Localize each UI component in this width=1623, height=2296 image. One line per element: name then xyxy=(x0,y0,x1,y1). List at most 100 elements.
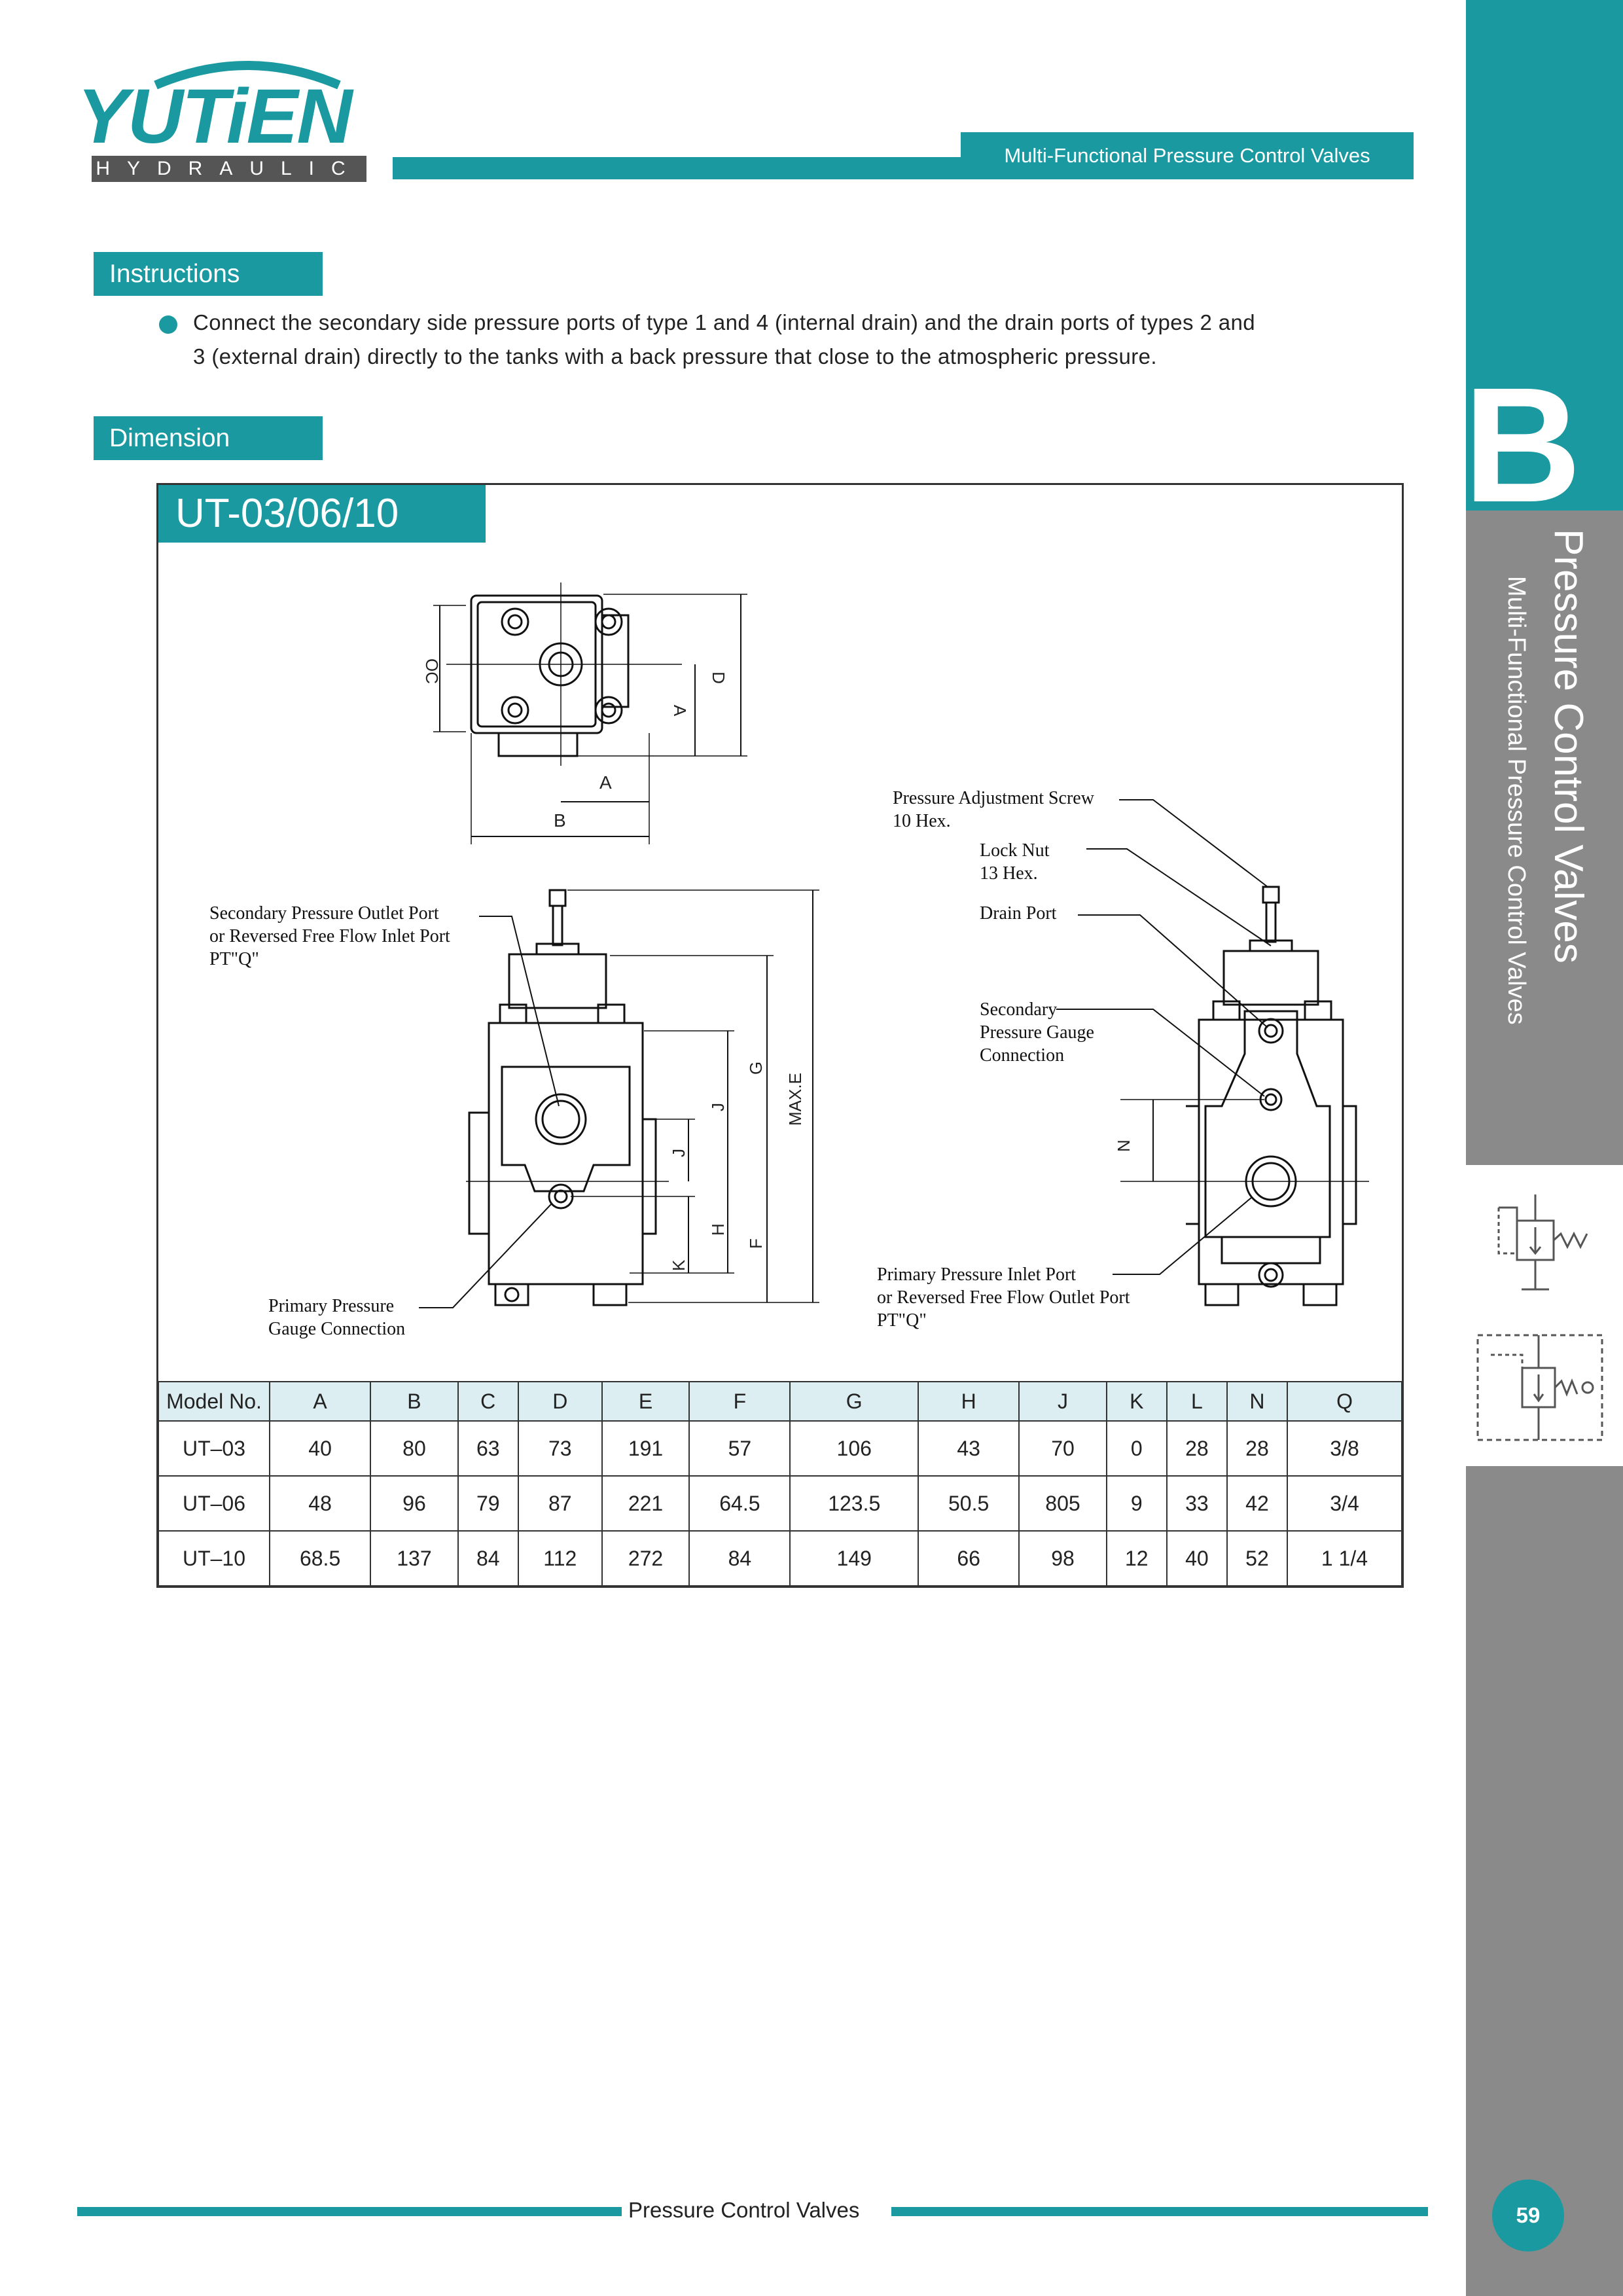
table-cell: 221 xyxy=(601,1475,690,1532)
model-title: UT-03/06/10 xyxy=(175,491,399,536)
table-cell: 96 xyxy=(370,1475,459,1532)
callout-adjust-screw: Pressure Adjustment Screw 10 Hex. xyxy=(893,788,1094,831)
table-cell: 28 xyxy=(1166,1420,1228,1477)
table-row: UT–10 68.5 137 84 112 272 84 149 66 98 1… xyxy=(158,1530,1402,1587)
table-header: A xyxy=(268,1381,372,1422)
side-view xyxy=(1120,886,1369,1306)
table-cell: 63 xyxy=(457,1420,519,1477)
instructions-text-line1: Connect the secondary side pressure port… xyxy=(193,310,1256,334)
reducing-valve-symbol-icon xyxy=(1476,1334,1603,1441)
dim-label-j2: J xyxy=(669,1149,688,1157)
table-cell: 1 1/4 xyxy=(1287,1530,1402,1587)
table-header-row: Model No. A B C D E F G H J K L N Q xyxy=(158,1381,1402,1422)
footer-rule-left xyxy=(77,2207,622,2216)
table-cell: 40 xyxy=(268,1420,372,1477)
table-cell: 43 xyxy=(918,1420,1020,1477)
header-category: Multi-Functional Pressure Control Valves xyxy=(1004,144,1370,167)
table-header: K xyxy=(1105,1381,1168,1422)
sidebar-letter: B xyxy=(1463,353,1582,536)
table-cell: 42 xyxy=(1226,1475,1289,1532)
dimension-heading: Dimension xyxy=(94,416,323,460)
table-header: L xyxy=(1166,1381,1228,1422)
table-cell: UT–03 xyxy=(158,1420,270,1477)
table-cell: 50.5 xyxy=(918,1475,1020,1532)
table-cell: 805 xyxy=(1018,1475,1107,1532)
footer-rule-right xyxy=(891,2207,1428,2216)
dim-label-maxe: MAX.E xyxy=(785,1073,805,1126)
dim-label-a-vert: A xyxy=(670,704,690,717)
front-view xyxy=(466,889,819,1306)
table-header: N xyxy=(1226,1381,1289,1422)
table-cell: 272 xyxy=(601,1530,690,1587)
callout-primary-gauge: Primary Pressure Gauge Connection xyxy=(268,1296,406,1339)
sidebar-low xyxy=(1466,1466,1623,2296)
table-header: Model No. xyxy=(158,1381,270,1422)
table-cell: 79 xyxy=(457,1475,519,1532)
dimension-frame xyxy=(156,483,1404,1588)
dim-label-a: A xyxy=(599,772,612,793)
table-cell: 12 xyxy=(1105,1530,1168,1587)
pressure-valve-symbol-icon xyxy=(1497,1194,1588,1291)
table-cell: 52 xyxy=(1226,1530,1289,1587)
table-cell: 28 xyxy=(1226,1420,1289,1477)
table-cell: 9 xyxy=(1105,1475,1168,1532)
table-cell: 48 xyxy=(268,1475,372,1532)
top-view xyxy=(433,583,747,844)
table-header: D xyxy=(517,1381,603,1422)
table-cell: 84 xyxy=(688,1530,791,1587)
brand-logo: YUTiEN HYDRAULIC xyxy=(77,46,372,183)
sidebar-title: Pressure Control Valves xyxy=(1546,529,1591,963)
callout-secondary-gauge: Secondary Pressure Gauge Connection xyxy=(980,999,1094,1066)
callout-drain-port: Drain Port xyxy=(980,903,1057,924)
table-header: E xyxy=(601,1381,690,1422)
dim-label-f: F xyxy=(746,1238,766,1249)
dim-label-n: N xyxy=(1114,1139,1133,1152)
table-cell: 64.5 xyxy=(688,1475,791,1532)
table-header: J xyxy=(1018,1381,1107,1422)
table-cell: 123.5 xyxy=(789,1475,919,1532)
table-cell: 106 xyxy=(789,1420,919,1477)
table-cell: 40 xyxy=(1166,1530,1228,1587)
table-header: B xyxy=(370,1381,459,1422)
table-cell: 57 xyxy=(688,1420,791,1477)
sidebar-top xyxy=(1466,0,1623,511)
page-number: 59 xyxy=(1516,2203,1541,2227)
table-cell: 66 xyxy=(918,1530,1020,1587)
table-cell: 84 xyxy=(457,1530,519,1587)
sidebar-mid xyxy=(1466,511,1623,1165)
page-number-badge xyxy=(1492,2179,1564,2251)
table-cell: 0 xyxy=(1105,1420,1168,1477)
table-cell: UT–06 xyxy=(158,1475,270,1532)
table-cell: 112 xyxy=(517,1530,603,1587)
table-header: F xyxy=(688,1381,791,1422)
valve-dimension-drawing xyxy=(419,583,1369,1308)
table-cell: 33 xyxy=(1166,1475,1228,1532)
instructions-heading: Instructions xyxy=(94,252,323,296)
table-cell: 70 xyxy=(1018,1420,1107,1477)
table-cell: 191 xyxy=(601,1420,690,1477)
dim-label-k: K xyxy=(669,1259,688,1271)
table-cell: 73 xyxy=(517,1420,603,1477)
callout-lock-nut: Lock Nut 13 Hex. xyxy=(980,840,1050,884)
dim-label-b: B xyxy=(554,810,566,831)
bullet-icon xyxy=(159,315,177,334)
table-cell: 149 xyxy=(789,1530,919,1587)
callout-secondary-outlet: Secondary Pressure Outlet Port or Revers… xyxy=(209,903,450,969)
dim-label-j: J xyxy=(708,1103,728,1111)
table-cell: 98 xyxy=(1018,1530,1107,1587)
table-header: Q xyxy=(1287,1381,1402,1422)
table-header: G xyxy=(789,1381,919,1422)
model-title-box xyxy=(158,485,486,543)
footer-label: Pressure Control Valves xyxy=(628,2198,860,2222)
dim-label-g: G xyxy=(746,1061,766,1075)
sidebar-white xyxy=(1466,1165,1623,1466)
table-row: UT–03 40 80 63 73 191 57 106 43 70 0 28 … xyxy=(158,1420,1402,1477)
table-cell: 87 xyxy=(517,1475,603,1532)
table-cell: 80 xyxy=(370,1420,459,1477)
instructions-text-line2: 3 (external drain) directly to the tanks… xyxy=(193,344,1157,368)
header-category-tab xyxy=(961,132,1414,179)
table-header: H xyxy=(918,1381,1020,1422)
sidebar-subtitle: Multi-Functional Pressure Control Valves xyxy=(1503,576,1530,1025)
dim-label-oc: OC xyxy=(422,658,442,684)
table-cell: 3/4 xyxy=(1287,1475,1402,1532)
